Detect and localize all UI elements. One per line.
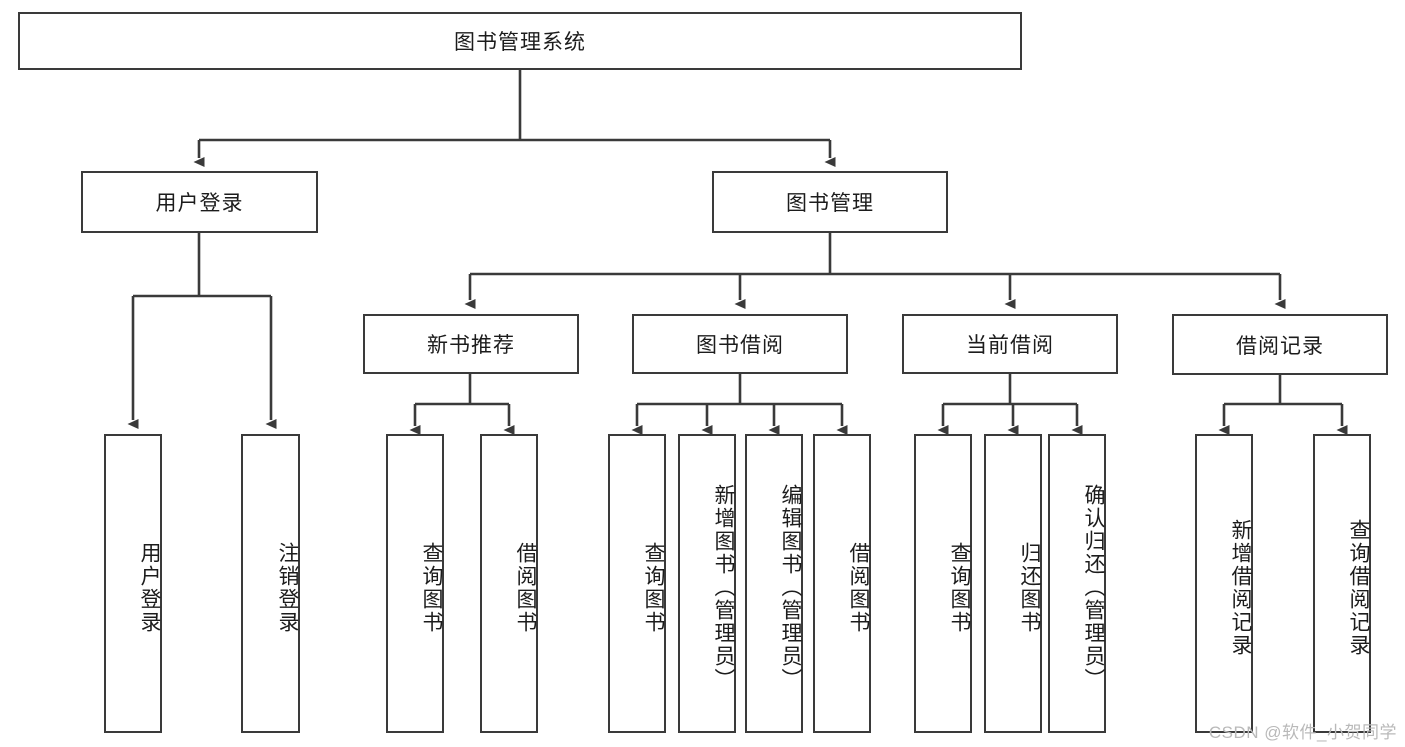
node-label: 借阅记录 xyxy=(1236,334,1324,358)
leaf-add-borrow-record[interactable]: 新增借阅记录 xyxy=(1195,434,1253,733)
node-label: 新增图书（管理员） xyxy=(712,484,735,691)
node-book-manage[interactable]: 图书管理 xyxy=(712,171,948,233)
leaf-query-book-borrow[interactable]: 查询图书 xyxy=(608,434,666,733)
node-label: 查询图书 xyxy=(420,541,443,634)
leaf-query-book-current[interactable]: 查询图书 xyxy=(914,434,972,733)
leaf-logout[interactable]: 注销登录 xyxy=(241,434,300,733)
leaf-borrow-book-recommend[interactable]: 借阅图书 xyxy=(480,434,538,733)
leaf-add-book-admin[interactable]: 新增图书（管理员） xyxy=(678,434,736,733)
node-label: 查询图书 xyxy=(642,541,665,634)
node-new-book-recommend[interactable]: 新书推荐 xyxy=(363,314,579,374)
node-label: 图书借阅 xyxy=(696,334,784,357)
node-label: 查询借阅记录 xyxy=(1347,518,1370,657)
leaf-return-book[interactable]: 归还图书 xyxy=(984,434,1042,733)
node-label: 图书管理系统 xyxy=(454,31,586,54)
leaf-edit-book-admin[interactable]: 编辑图书（管理员） xyxy=(745,434,803,733)
leaf-user-login[interactable]: 用户登录 xyxy=(104,434,162,733)
node-borrow-record[interactable]: 借阅记录 xyxy=(1172,314,1388,375)
node-label: 新书推荐 xyxy=(427,334,515,357)
node-label: 借阅图书 xyxy=(514,541,537,634)
node-label: 用户登录 xyxy=(138,541,161,634)
leaf-borrow-book[interactable]: 借阅图书 xyxy=(813,434,871,733)
node-book-borrow[interactable]: 图书借阅 xyxy=(632,314,848,374)
node-label: 新增借阅记录 xyxy=(1229,518,1252,657)
node-label: 图书管理 xyxy=(786,192,874,215)
node-user-login[interactable]: 用户登录 xyxy=(81,171,318,233)
node-label: 查询图书 xyxy=(948,541,971,634)
node-label: 当前借阅 xyxy=(966,334,1054,357)
node-root-system[interactable]: 图书管理系统 xyxy=(18,12,1022,70)
leaf-query-book-recommend[interactable]: 查询图书 xyxy=(386,434,444,733)
node-label: 注销登录 xyxy=(276,541,299,634)
node-label: 用户登录 xyxy=(155,192,244,215)
node-label: 编辑图书（管理员） xyxy=(779,484,802,691)
leaf-query-borrow-record[interactable]: 查询借阅记录 xyxy=(1313,434,1371,733)
node-label: 归还图书 xyxy=(1018,541,1041,634)
node-current-borrow[interactable]: 当前借阅 xyxy=(902,314,1118,374)
node-label: 借阅图书 xyxy=(847,541,870,634)
node-label: 确认归还（管理员） xyxy=(1082,484,1105,691)
leaf-confirm-return-admin[interactable]: 确认归还（管理员） xyxy=(1048,434,1106,733)
